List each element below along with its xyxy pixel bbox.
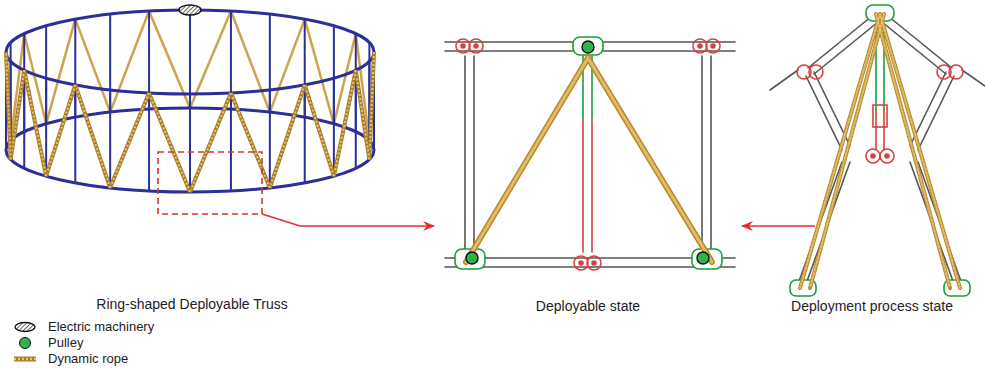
transition-arrow — [742, 225, 815, 227]
callout-arrow — [262, 214, 434, 226]
figure-caption: Deployment process state — [791, 298, 953, 314]
deployable-module — [445, 37, 735, 270]
figure-caption: Deployable state — [536, 298, 640, 314]
folding-module — [770, 5, 985, 296]
legend-row: Dynamic rope — [12, 351, 128, 366]
legend-sample — [12, 320, 38, 334]
legend-row: Pulley — [12, 335, 83, 350]
legend-text: Dynamic rope — [48, 351, 128, 366]
figure-caption: Ring-shaped Deployable Truss — [96, 296, 287, 312]
legend-sample — [12, 352, 38, 366]
motor-symbol — [12, 320, 38, 334]
rope-symbol — [12, 352, 38, 366]
callout-box — [158, 152, 262, 214]
legend-text: Pulley — [48, 335, 83, 350]
ring-truss — [6, 5, 374, 192]
legend-sample — [12, 336, 38, 350]
legend-row: Electric machinery — [12, 319, 154, 334]
legend-swatch — [19, 337, 31, 349]
legend-text: Electric machinery — [48, 319, 154, 334]
